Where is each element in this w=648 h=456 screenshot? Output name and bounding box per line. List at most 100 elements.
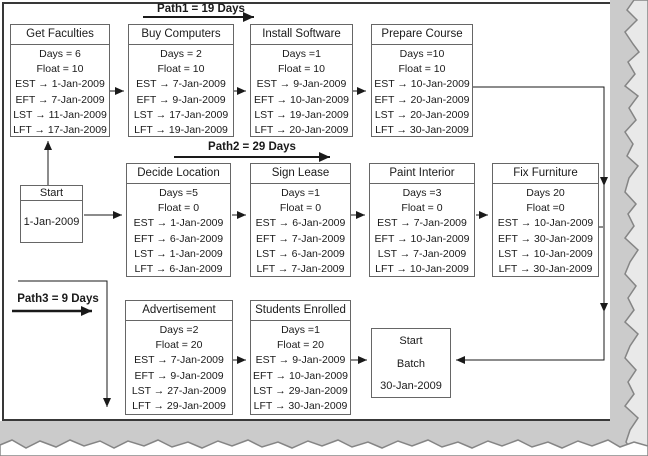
- task-stats: Days = 6 Float = 10 EST → 1-Jan-2009 EFT…: [11, 45, 109, 138]
- torn-edge-bottom: [0, 439, 648, 456]
- start-node: Start 1-Jan-2009: [20, 185, 83, 243]
- task-stats: Days =2 Float = 20 EST → 7-Jan-2009 EFT …: [126, 321, 232, 414]
- stat-eft: EFT → 9-Jan-2009: [134, 369, 224, 382]
- stat-days: Days =10: [399, 48, 445, 60]
- start-batch-line2: Batch: [396, 357, 426, 370]
- stat-eft: EFT → 10-Jan-2009: [253, 369, 348, 382]
- task-box-buy-computers: Buy Computers Days = 2 Float = 10 EST → …: [128, 24, 234, 137]
- stat-float: Float = 0: [279, 202, 322, 215]
- task-title: Buy Computers: [129, 25, 233, 45]
- stat-float: Float = 0: [401, 202, 443, 215]
- path1-label: Path1 = 19 Days: [157, 3, 245, 15]
- stat-days: Days =3: [402, 187, 442, 199]
- task-title: Install Software: [251, 25, 352, 45]
- task-stats: Days =1 Float = 0 EST → 6-Jan-2009 EFT →…: [251, 184, 350, 277]
- stat-est: EST → 9-Jan-2009: [255, 354, 346, 367]
- task-title: Prepare Course: [372, 25, 472, 45]
- stat-lst: LST → 20-Jan-2009: [374, 108, 470, 121]
- stat-float: Float = 10: [278, 63, 325, 76]
- stat-float: Float = 10: [36, 63, 84, 76]
- stat-float: Float = 10: [398, 63, 446, 76]
- stat-est: EST → 1-Jan-2009: [15, 78, 105, 91]
- path2-label: Path2 = 29 Days: [208, 141, 296, 153]
- stat-est: EST → 7-Jan-2009: [377, 217, 467, 230]
- stat-float: Float = 10: [157, 63, 205, 76]
- arrow-prepare-course-to-start-batch: [456, 86, 605, 364]
- stat-float: Float = 0: [157, 202, 200, 215]
- task-stats: Days =10 Float = 10 EST → 10-Jan-2009 EF…: [372, 45, 472, 138]
- stat-est: EST → 7-Jan-2009: [136, 78, 226, 91]
- stat-days: Days =5: [159, 187, 198, 199]
- task-title: Get Faculties: [11, 25, 109, 45]
- task-box-students-enrolled: Students Enrolled Days =1 Float = 20 EST…: [250, 300, 351, 415]
- stat-float: Float = 20: [155, 339, 203, 352]
- stat-lft: LFT → 6-Jan-2009: [134, 263, 223, 276]
- path3-elbow-arrow: [18, 280, 111, 407]
- stat-eft: EFT → 10-Jan-2009: [374, 232, 470, 245]
- start-batch-date: 30-Jan-2009: [380, 380, 442, 392]
- task-stats: Days =5 Float = 0 EST → 1-Jan-2009 EFT →…: [127, 184, 230, 277]
- stat-est: EST → 10-Jan-2009: [374, 78, 470, 91]
- stat-lft: LFT → 30-Jan-2009: [375, 124, 469, 137]
- task-box-sign-lease: Sign Lease Days =1 Float = 0 EST → 6-Jan…: [250, 163, 351, 277]
- stat-lft: LFT → 7-Jan-2009: [256, 263, 345, 276]
- task-title: Sign Lease: [251, 164, 350, 184]
- start-batch-line1: Start: [399, 335, 423, 347]
- task-title: Paint Interior: [370, 164, 474, 184]
- stat-lft: LFT → 29-Jan-2009: [132, 400, 226, 413]
- task-title: Fix Furniture: [493, 164, 598, 184]
- stat-lft: LFT → 17-Jan-2009: [13, 124, 107, 137]
- task-box-advertisement: Advertisement Days =2 Float = 20 EST → 7…: [125, 300, 233, 415]
- task-stats: Days =1 Float = 10 EST → 9-Jan-2009 EFT …: [251, 45, 352, 138]
- stat-est: EST → 1-Jan-2009: [133, 217, 224, 230]
- task-box-fix-furniture: Fix Furniture Days 20 Float =0 EST → 10-…: [492, 163, 599, 277]
- stat-days: Days 20: [526, 187, 565, 199]
- stat-days: Days =1: [282, 48, 321, 60]
- stat-est: EST → 7-Jan-2009: [134, 354, 224, 367]
- start-batch-node: Start Batch 30-Jan-2009: [371, 328, 451, 398]
- stat-days: Days =1: [281, 187, 320, 199]
- stat-float: Float = 20: [277, 339, 324, 352]
- stat-est: EST → 10-Jan-2009: [497, 217, 594, 230]
- stat-eft: EFT → 20-Jan-2009: [374, 93, 470, 106]
- stat-eft: EFT → 10-Jan-2009: [254, 93, 349, 106]
- stat-days: Days = 6: [39, 48, 81, 60]
- task-box-paint-interior: Paint Interior Days =3 Float = 0 EST → 7…: [369, 163, 475, 277]
- stat-eft: EFT → 7-Jan-2009: [255, 232, 346, 245]
- stat-lst: LST → 10-Jan-2009: [498, 247, 593, 260]
- stat-lst: LST → 6-Jan-2009: [256, 247, 345, 260]
- task-stats: Days =3 Float = 0 EST → 7-Jan-2009 EFT →…: [370, 184, 474, 277]
- stat-eft: EFT → 30-Jan-2009: [498, 232, 593, 245]
- stat-est: EST → 9-Jan-2009: [256, 78, 347, 91]
- stat-lft: LFT → 30-Jan-2009: [498, 263, 593, 276]
- task-box-install-software: Install Software Days =1 Float = 10 EST …: [250, 24, 353, 137]
- start-node-title: Start: [21, 186, 82, 201]
- stat-lft: LFT → 30-Jan-2009: [253, 400, 348, 413]
- task-title: Students Enrolled: [251, 301, 350, 321]
- stat-days: Days = 2: [160, 48, 202, 60]
- stat-eft: EFT → 9-Jan-2009: [136, 93, 226, 106]
- stat-lst: LST → 1-Jan-2009: [134, 247, 223, 260]
- task-box-prepare-course: Prepare Course Days =10 Float = 10 EST →…: [371, 24, 473, 137]
- stat-days: Days =1: [281, 324, 320, 336]
- stat-lft: LFT → 10-Jan-2009: [375, 263, 469, 276]
- stat-eft: EFT → 6-Jan-2009: [133, 232, 224, 245]
- stat-lst: LST → 17-Jan-2009: [133, 108, 229, 121]
- stat-lst: LST → 7-Jan-2009: [377, 247, 467, 260]
- task-stats: Days = 2 Float = 10 EST → 7-Jan-2009 EFT…: [129, 45, 233, 138]
- stat-float: Float =0: [526, 202, 565, 215]
- task-stats: Days 20 Float =0 EST → 10-Jan-2009 EFT →…: [493, 184, 598, 277]
- stat-lft: LFT → 19-Jan-2009: [134, 124, 228, 137]
- stat-lst: LST → 27-Jan-2009: [131, 384, 227, 397]
- task-box-get-faculties: Get Faculties Days = 6 Float = 10 EST → …: [10, 24, 110, 137]
- task-title: Advertisement: [126, 301, 232, 321]
- torn-edge-right: [623, 0, 648, 456]
- stat-lst: LST → 29-Jan-2009: [253, 384, 348, 397]
- stat-eft: EFT → 7-Jan-2009: [15, 93, 105, 106]
- stat-days: Days =2: [159, 324, 199, 336]
- stat-lft: LFT → 20-Jan-2009: [254, 124, 349, 137]
- task-box-decide-location: Decide Location Days =5 Float = 0 EST → …: [126, 163, 231, 277]
- task-stats: Days =1 Float = 20 EST → 9-Jan-2009 EFT …: [251, 321, 350, 414]
